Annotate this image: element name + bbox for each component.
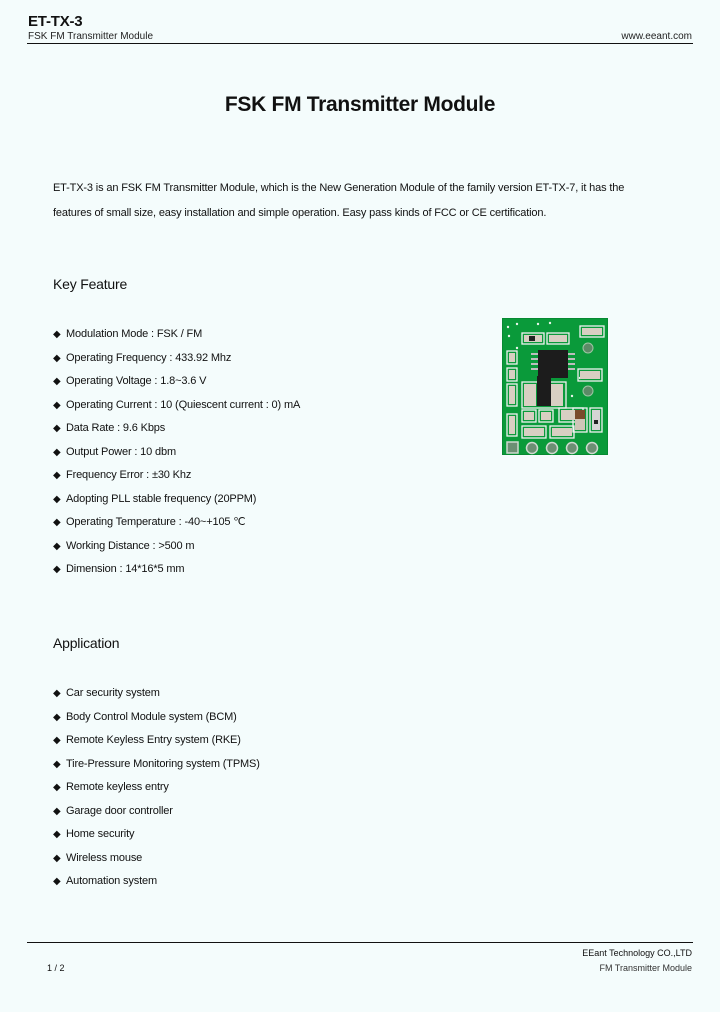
footer-divider: [27, 942, 693, 943]
list-item: ◆Body Control Module system (BCM): [53, 710, 237, 723]
diamond-bullet-icon: ◆: [53, 852, 61, 864]
list-item: ◆Garage door controller: [53, 804, 173, 817]
key-feature-heading: Key Feature: [53, 276, 128, 292]
header-divider: [27, 43, 693, 44]
diamond-bullet-icon: ◆: [53, 829, 61, 840]
diamond-bullet-icon: ◆: [53, 735, 61, 746]
list-item: ◆Automation system: [53, 875, 157, 887]
footer-company: EEant Technology CO.,LTD: [582, 948, 692, 958]
diamond-bullet-icon: ◆: [53, 876, 61, 887]
list-item: ◆Frequency Error : ±30 Khz: [53, 469, 192, 481]
diamond-bullet-icon: ◆: [53, 540, 61, 552]
list-item: ◆Operating Current : 10 (Quiescent curre…: [53, 398, 301, 411]
application-list: ◆Car security system ◆Body Control Modul…: [53, 686, 260, 898]
list-item: ◆Output Power : 10 dbm: [53, 445, 176, 458]
diamond-bullet-icon: ◆: [53, 758, 61, 770]
list-item: ◆Operating Voltage : 1.8~3.6 V: [53, 375, 207, 387]
intro-line-2: features of small size, easy installatio…: [53, 207, 547, 219]
diamond-bullet-icon: ◆: [53, 329, 61, 340]
diamond-bullet-icon: ◆: [53, 688, 61, 699]
diamond-bullet-icon: ◆: [53, 782, 61, 793]
list-item: ◆Home security: [53, 828, 135, 840]
diamond-bullet-icon: ◆: [53, 517, 61, 528]
diamond-bullet-icon: ◆: [53, 423, 61, 434]
list-item: ◆Working Distance : >500 m: [53, 539, 195, 552]
list-item: ◆Tire-Pressure Monitoring system (TPMS): [53, 757, 260, 770]
header-subtitle: FSK FM Transmitter Module: [28, 31, 154, 42]
list-item: ◆Wireless mouse: [53, 851, 143, 864]
diamond-bullet-icon: ◆: [53, 376, 61, 387]
header-title: ET-TX-3: [28, 13, 83, 30]
list-item: ◆Remote Keyless Entry system (RKE): [53, 734, 241, 746]
list-item: ◆Dimension : 14*16*5 mm: [53, 563, 185, 575]
intro-line-1: ET-TX-3 is an FSK FM Transmitter Module,…: [53, 182, 625, 194]
key-feature-list: ◆Modulation Mode : FSK / FM ◆Operating F…: [53, 327, 300, 586]
list-item: ◆Modulation Mode : FSK / FM: [53, 328, 203, 340]
diamond-bullet-icon: ◆: [53, 805, 61, 817]
diamond-bullet-icon: ◆: [53, 564, 61, 575]
list-item: ◆Operating Temperature : -40~+105 ℃: [53, 516, 246, 528]
diamond-bullet-icon: ◆: [53, 446, 61, 458]
list-item: ◆Adopting PLL stable frequency (20PPM): [53, 492, 257, 505]
list-item: ◆Remote keyless entry: [53, 781, 169, 793]
diamond-bullet-icon: ◆: [53, 352, 61, 364]
list-item: ◆Data Rate : 9.6 Kbps: [53, 422, 166, 434]
list-item: ◆Car security system: [53, 687, 160, 699]
page-number: 1 / 2: [47, 963, 65, 973]
diamond-bullet-icon: ◆: [53, 470, 61, 481]
intro-paragraph: ET-TX-3 is an FSK FM Transmitter Module,…: [53, 176, 693, 226]
document-title: FSK FM Transmitter Module: [224, 93, 496, 116]
list-item: ◆Operating Frequency : 433.92 Mhz: [53, 351, 232, 364]
product-pcb-image: [502, 318, 608, 455]
application-heading: Application: [53, 635, 120, 651]
diamond-bullet-icon: ◆: [53, 493, 61, 505]
header-url: www.eeant.com: [621, 31, 692, 42]
diamond-bullet-icon: ◆: [53, 711, 61, 723]
diamond-bullet-icon: ◆: [53, 399, 61, 411]
footer-module-name: FM Transmitter Module: [599, 963, 692, 973]
